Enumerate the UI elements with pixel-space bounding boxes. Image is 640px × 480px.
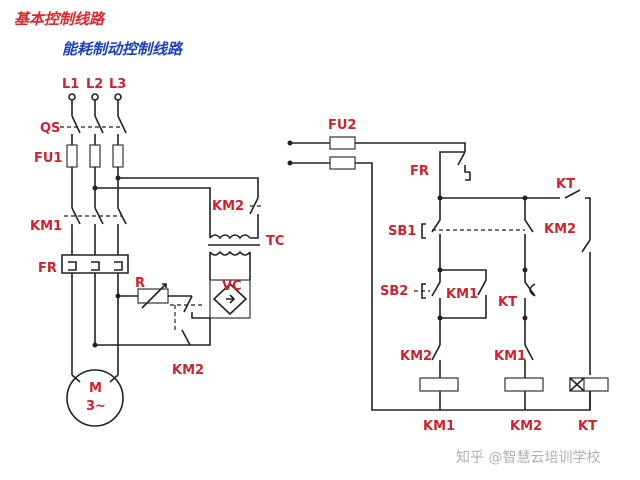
- label-km2-lower: KM2: [172, 363, 204, 378]
- vc-feed-wire: [191, 312, 210, 319]
- label-motor: M: [89, 381, 102, 396]
- label-l1: L1: [62, 77, 79, 92]
- label-fu1: FU1: [34, 151, 62, 166]
- resistor-arrow: [141, 283, 167, 309]
- km1-out-wires: [71, 224, 119, 255]
- supply-wires: [71, 100, 119, 116]
- fr-top: [439, 151, 465, 165]
- km2-upper-contact: [249, 197, 259, 230]
- kt-timed-contact: [524, 270, 536, 345]
- qs-blades: [71, 115, 127, 134]
- label-vc: VC: [222, 279, 242, 294]
- fu1-fuse-2: [89, 144, 101, 168]
- motor-feed-wires: [71, 273, 119, 375]
- label-km2-upper: KM2: [212, 199, 244, 214]
- control-circuit: FU2 FR KT KM2 SB1 SB2 KM1 KT KM2 KM1 KM1…: [287, 118, 609, 434]
- km1-interlock: [524, 344, 534, 378]
- l1-bus: [290, 142, 466, 152]
- fu1-fuse-1: [66, 144, 78, 168]
- sb1-button: [431, 198, 441, 270]
- vc-bridge: [212, 282, 248, 316]
- fu2-fuse-2: [329, 156, 356, 170]
- tap-wire-l2: [95, 187, 211, 238]
- coil-returns: [439, 391, 591, 410]
- vc-return-wire: [190, 318, 211, 346]
- sb1-actuator: [421, 223, 426, 239]
- motor-leads: [71, 374, 119, 383]
- label-fu2: FU2: [328, 118, 356, 133]
- km1-hold-contact: [440, 269, 487, 319]
- qs-out-wires: [71, 134, 119, 145]
- label-sb1: SB1: [388, 224, 416, 239]
- label-motor-phase: 3~: [86, 399, 106, 414]
- fr-nc-contact: [457, 151, 471, 181]
- label-km1-interlock: KM1: [494, 349, 526, 364]
- km2-interlock: [431, 344, 441, 378]
- coil-km1: [419, 377, 459, 392]
- page-title: 基本控制线路: [14, 10, 105, 28]
- label-l2: L2: [86, 77, 103, 92]
- motor-m: [66, 369, 124, 427]
- label-coil-km2: KM2: [510, 419, 542, 434]
- label-qs: QS: [40, 121, 60, 136]
- diagram-subtitle: 能耗制动控制线路: [62, 40, 183, 58]
- label-km2-top: KM2: [544, 222, 576, 237]
- km2-lower-contact-a: [183, 295, 193, 313]
- kt-no-contact: [545, 189, 591, 240]
- km2-lower-contact-b: [181, 329, 191, 346]
- vc-input-leads: [209, 262, 251, 280]
- fu1-fuse-3: [112, 144, 124, 168]
- main-circuit: L1 L2 L3 QS FU1 KM1 FR KM2 TC VC R KM2 M…: [30, 77, 284, 427]
- tc-secondary: [209, 250, 251, 256]
- tc-primary-lead: [250, 230, 259, 239]
- terminal-l1: [68, 93, 76, 101]
- label-kt-timer: KT: [498, 295, 517, 310]
- label-coil-km1: KM1: [423, 419, 455, 434]
- fu2-fuse-1: [329, 136, 356, 150]
- label-km1-hold: KM1: [446, 287, 478, 302]
- sb1-second-contact: [524, 198, 534, 270]
- fr-heaters: [68, 261, 123, 271]
- label-tc: TC: [266, 234, 284, 249]
- tap-wire-l3: [118, 177, 259, 198]
- label-kt-contact: KT: [556, 177, 575, 192]
- label-fr-contact: FR: [410, 164, 429, 179]
- label-l3: L3: [109, 77, 126, 92]
- label-km1: KM1: [30, 219, 62, 234]
- tc-secondary-leads: [209, 252, 251, 262]
- label-sb2: SB2: [380, 284, 408, 299]
- label-coil-kt: KT: [578, 419, 597, 434]
- terminal-l2: [91, 93, 99, 101]
- watermark: 知乎 @智慧云培训学校: [456, 450, 601, 466]
- km2-right-contact: [581, 239, 591, 375]
- kt-cross: [569, 377, 585, 392]
- label-km2-interlock: KM2: [400, 349, 432, 364]
- vc-diode-symbol: [226, 294, 236, 304]
- sb2-button: [431, 270, 441, 345]
- terminal-l3: [114, 93, 122, 101]
- label-r: R: [135, 276, 145, 291]
- coil-km2: [504, 377, 544, 392]
- label-fr: FR: [38, 261, 57, 276]
- tc-primary: [209, 234, 251, 240]
- fr-thermal-box: [61, 254, 129, 274]
